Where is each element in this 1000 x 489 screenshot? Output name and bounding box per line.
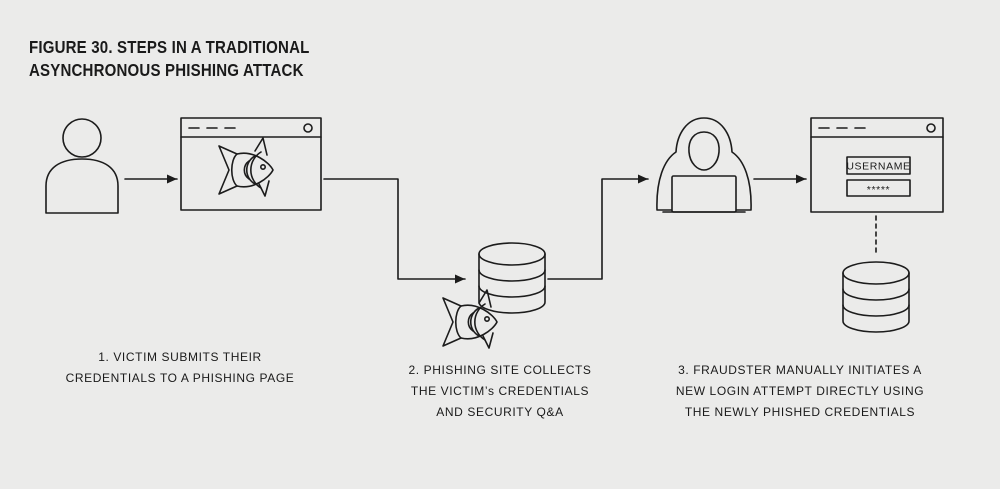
step-1-line-1: 1. VICTIM SUBMITS THEIR — [98, 350, 262, 364]
username-label: USERNAME — [846, 161, 910, 173]
step-3-caption: 3. FRAUDSTER MANUALLY INITIATES A NEW LO… — [655, 360, 945, 423]
phishing-browser-icon — [180, 117, 322, 211]
step-3-line-3: THE NEWLY PHISHED CREDENTIALS — [684, 405, 916, 419]
fish-icon — [442, 289, 498, 349]
step-2-line-1: 2. PHISHING SITE COLLECTS — [408, 363, 592, 377]
step-2-caption: 2. PHISHING SITE COLLECTS THE VICTIM’s C… — [375, 360, 625, 423]
arrow-database-to-fraudster — [547, 174, 649, 280]
password-mask: ***** — [867, 184, 890, 196]
login-browser-icon: USERNAME ***** — [810, 117, 944, 213]
target-database-icon — [842, 261, 910, 333]
step-2-line-2: THE VICTIM’s CREDENTIALS — [410, 384, 590, 398]
figure-title-line-1: FIGURE 30. STEPS IN A TRADITIONAL — [29, 37, 310, 57]
person-icon — [45, 118, 119, 214]
figure-title: FIGURE 30. STEPS IN A TRADITIONAL ASYNCH… — [29, 36, 310, 82]
figure-title-line-2: ASYNCHRONOUS PHISHING ATTACK — [29, 60, 304, 80]
step-1-line-2: CREDENTIALS TO A PHISHING PAGE — [65, 371, 295, 385]
username-field — [846, 156, 911, 175]
step-3-line-2: NEW LOGIN ATTEMPT DIRECTLY USING — [675, 384, 925, 398]
step-1-caption: 1. VICTIM SUBMITS THEIR CREDENTIALS TO A… — [55, 347, 305, 389]
password-field — [846, 179, 911, 197]
hooded-hacker-icon — [656, 117, 752, 213]
arrow-phishing-page-to-database — [323, 178, 466, 284]
collector-database-icon — [478, 242, 546, 314]
step-2-line-3: AND SECURITY Q&A — [436, 405, 564, 419]
step-3-line-1: 3. FRAUDSTER MANUALLY INITIATES A — [678, 363, 922, 377]
